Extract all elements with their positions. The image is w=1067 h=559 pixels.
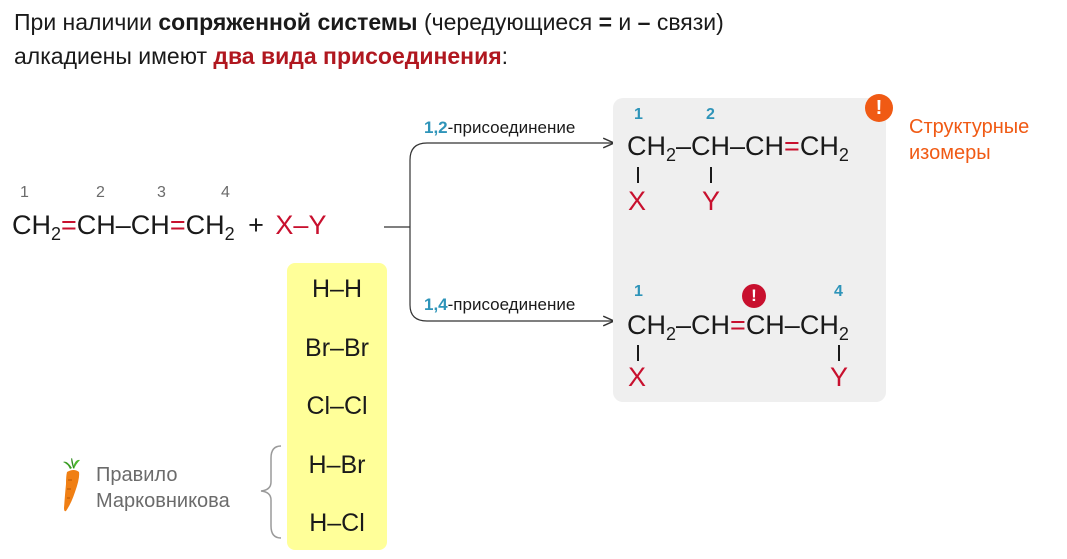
path-text: -присоединение bbox=[447, 118, 576, 137]
formula-subscript: 2 bbox=[666, 145, 677, 165]
title-text: связи) bbox=[650, 9, 724, 35]
butadiene-formula: CH2=CH–CH=CH2 + X–Y bbox=[12, 210, 327, 243]
substituent-y: Y bbox=[702, 186, 721, 216]
path-1-4-label: 1,4-присоединение bbox=[424, 295, 575, 315]
title-term-conjugated: сопряженной системы bbox=[158, 9, 418, 35]
exclamation-icon: ! bbox=[865, 94, 893, 122]
formula-part: CH bbox=[627, 131, 666, 161]
formula-part: CH–CH bbox=[76, 210, 170, 240]
formula-part: –CH–CH bbox=[676, 131, 785, 161]
carbon-number-1: 1 bbox=[20, 184, 29, 201]
formula-subscript: 2 bbox=[838, 145, 849, 165]
substituent-x: X bbox=[628, 186, 647, 216]
double-bond-symbol: = bbox=[598, 9, 613, 35]
title-text: : bbox=[501, 43, 509, 69]
isomers-line: изомеры bbox=[909, 142, 991, 164]
bond-line bbox=[838, 345, 840, 361]
formula-subscript: 2 bbox=[224, 224, 235, 244]
plus-sign: + bbox=[248, 210, 264, 240]
reagent-item: H–H bbox=[311, 275, 362, 303]
product-1-4-formula: CH2–CH=CH–CH2 bbox=[627, 310, 849, 343]
bond-line bbox=[637, 167, 639, 183]
carbon-number-3: 3 bbox=[157, 184, 166, 201]
carbon-number-2: 2 bbox=[96, 184, 105, 201]
isomers-line: Структурные bbox=[909, 116, 1030, 138]
product14-number-4: 4 bbox=[834, 283, 843, 300]
formula-part: CH bbox=[185, 210, 225, 240]
reagent-item: Br–Br bbox=[305, 334, 369, 362]
product-1-2-formula: CH2–CH–CH=CH2 bbox=[627, 131, 849, 164]
title-text: (чередующиеся bbox=[417, 9, 599, 35]
formula-part: CH bbox=[627, 310, 666, 340]
formula-part: CH bbox=[799, 131, 839, 161]
products-panel bbox=[613, 98, 886, 402]
substituent-x: X bbox=[628, 362, 647, 392]
title-line-1: При наличии сопряженной системы (чередую… bbox=[14, 6, 724, 38]
product12-number-2: 2 bbox=[706, 106, 715, 123]
double-bond: = bbox=[784, 131, 800, 161]
substituent-y: Y bbox=[830, 362, 849, 392]
exclamation-icon: ! bbox=[742, 284, 766, 308]
reagent-item: H–Cl bbox=[309, 509, 365, 537]
bracket-icon bbox=[260, 445, 282, 539]
title-line-2: алкадиены имеют два вида присоединения: bbox=[14, 40, 508, 72]
formula-subscript: 2 bbox=[838, 324, 849, 344]
carrot-icon bbox=[63, 458, 80, 512]
title-term-two-types: два вида присоединения bbox=[213, 43, 502, 69]
path-text: -присоединение bbox=[447, 295, 576, 314]
formula-subscript: 2 bbox=[51, 224, 62, 244]
markovnikov-rule: Правило Марковникова bbox=[96, 462, 230, 514]
path-1-2-label: 1,2-присоединение bbox=[424, 118, 575, 138]
formula-part: CH bbox=[12, 210, 51, 240]
formula-part: –CH bbox=[676, 310, 731, 340]
bond-line bbox=[637, 345, 639, 361]
formula-subscript: 2 bbox=[666, 324, 677, 344]
bond-line bbox=[710, 167, 712, 183]
title-text: алкадиены имеют bbox=[14, 43, 214, 69]
title-text: и bbox=[612, 9, 638, 35]
path-number: 1,4 bbox=[424, 295, 448, 314]
carbon-number-4: 4 bbox=[221, 184, 230, 201]
isomers-note: Структурные изомеры bbox=[909, 114, 1029, 166]
reagents-list: H–H Br–Br Cl–Cl H–Br H–Cl bbox=[287, 263, 387, 550]
double-bond: = bbox=[169, 210, 186, 240]
title-text: При наличии bbox=[14, 9, 159, 35]
path-number: 1,2 bbox=[424, 118, 448, 137]
single-bond-symbol: – bbox=[637, 9, 651, 35]
rule-line: Марковникова bbox=[96, 490, 230, 512]
product14-number-1: 1 bbox=[634, 283, 643, 300]
rule-line: Правило bbox=[96, 464, 178, 486]
double-bond: = bbox=[730, 310, 746, 340]
reagent-xy: X–Y bbox=[275, 210, 327, 240]
reagent-item: Cl–Cl bbox=[306, 392, 368, 420]
reagent-item: H–Br bbox=[308, 451, 366, 479]
product12-number-1: 1 bbox=[634, 106, 643, 123]
formula-part: CH–CH bbox=[745, 310, 839, 340]
double-bond: = bbox=[61, 210, 77, 240]
